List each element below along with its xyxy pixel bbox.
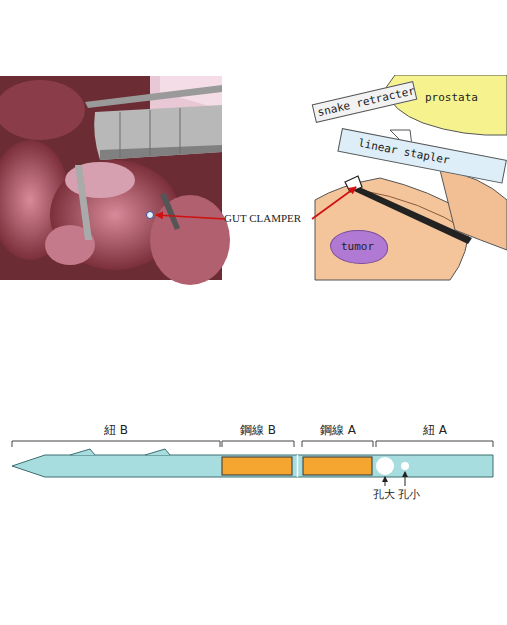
segment-label: 紐 B [104, 422, 128, 439]
hole-label: 孔小 [398, 487, 420, 502]
surgical-photo [0, 76, 230, 285]
segment-label: 紐 A [423, 422, 447, 439]
tumor-blob: tumor [330, 230, 388, 264]
leader-arrow [156, 215, 225, 219]
callout-label: GUT CLAMPER [224, 212, 301, 224]
segment-label: 鋼線 B [240, 422, 276, 439]
node-text: prostata [425, 91, 478, 104]
node-text: tumor [341, 240, 374, 253]
sketch-illustration [315, 76, 507, 280]
segment-label: 鋼線 A [320, 422, 356, 439]
leader-arrow [312, 187, 356, 219]
hole-label: 孔大 [373, 487, 395, 502]
cord-diagram [12, 441, 493, 486]
